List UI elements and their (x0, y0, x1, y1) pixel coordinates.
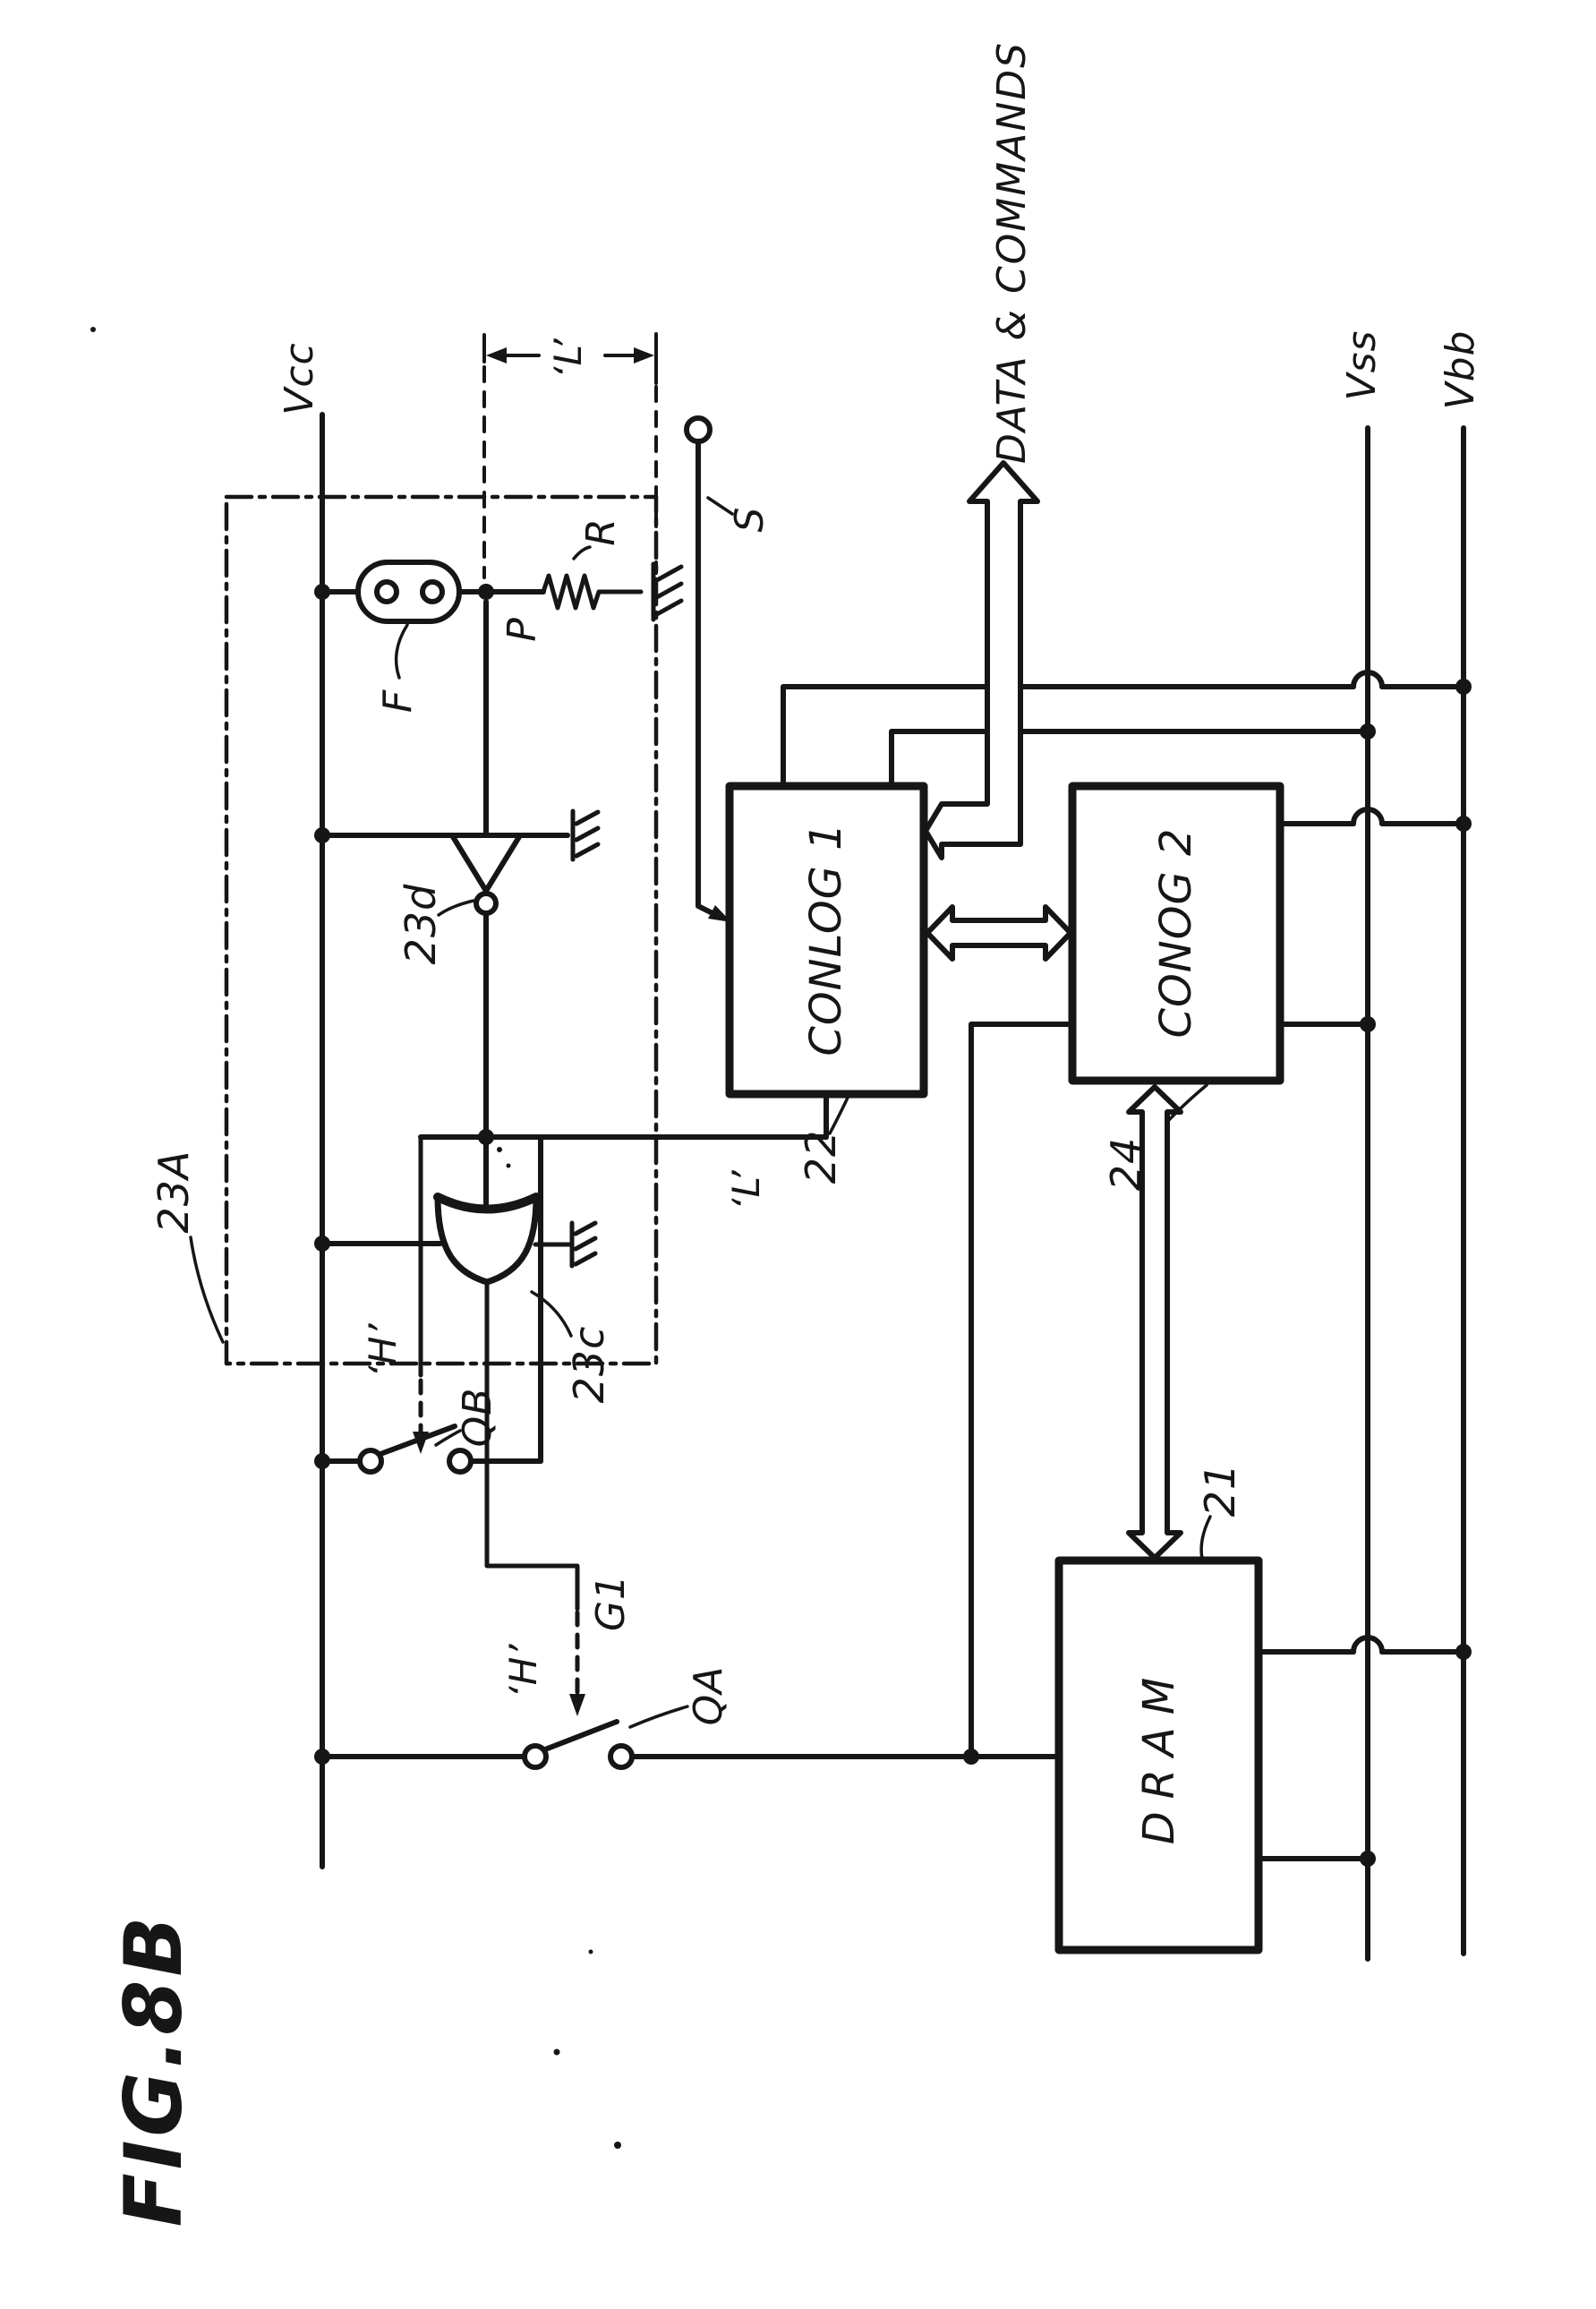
vbb-label: Vbb (1438, 329, 1483, 410)
qa-label: QA (686, 1665, 731, 1726)
fuse-row-wire (320, 584, 546, 600)
ref-23c-label: 23c (565, 1325, 613, 1404)
block-conog2 (1068, 782, 1284, 1085)
s-terminal (684, 415, 731, 922)
vcc-rail (314, 412, 330, 1869)
dram-label: DRAM (1134, 1664, 1184, 1845)
fuse-label-leader (394, 623, 409, 680)
conlog1-label: CONLOG 1 (801, 822, 851, 1056)
qb-label-leader (434, 1429, 462, 1447)
qb-label: QB (455, 1387, 500, 1448)
dram-right-wires (1256, 1635, 1472, 1867)
ground-resistor-icon (651, 561, 684, 622)
level-l-top-label: ‘L’ (546, 338, 590, 379)
s-label-leader (706, 496, 734, 516)
inverter-power-wires (320, 599, 570, 838)
level-dimension (482, 332, 658, 579)
resistor-label: R (578, 517, 624, 546)
switch-qa (320, 1719, 1062, 1770)
conog2-right-wires (1277, 807, 1472, 1032)
block-dram (1054, 1556, 1263, 1954)
signal-s-label: S (727, 506, 772, 533)
vcc-label: Vcc (277, 342, 322, 415)
level-l-conlog-label: ‘L’ (724, 1169, 768, 1210)
ref-22-leader (828, 1096, 849, 1135)
level-h-qb-label: ‘H’ (361, 1322, 405, 1378)
resistor-label-leader (572, 545, 592, 560)
figure-title: FIG.8B (107, 1912, 200, 2228)
data-commands-arrow (923, 460, 1040, 860)
inverter-23d (449, 833, 523, 916)
dashed-region-23a (224, 494, 659, 1366)
ref-21-label: 21 (1196, 1462, 1244, 1518)
g1-control-path (484, 1279, 585, 1716)
ground-inverter-icon (570, 808, 601, 862)
fuse-label: F (375, 688, 421, 714)
qb-control-arrow (413, 1134, 429, 1454)
bidirectional-arrow-horizontal (925, 904, 1073, 962)
conlog1-top-wires (781, 670, 1472, 789)
or-gate-23c (433, 1193, 541, 1286)
level-h-qa-label: ‘H’ (501, 1643, 545, 1698)
conog2-left-wire (969, 1022, 1075, 1759)
vss-label: Vss (1339, 329, 1385, 401)
ref-24-label: 24 (1102, 1136, 1150, 1192)
scan-specks (90, 327, 621, 2149)
ref-23c-leader (530, 1290, 573, 1338)
resistor-symbol (541, 573, 644, 611)
ref-22-label: 22 (797, 1129, 845, 1184)
ref-23d-label: 23d (397, 883, 445, 965)
ref-23a-leader (189, 1236, 225, 1344)
ref-21-leader (1199, 1515, 1212, 1561)
ref-23a-label: 23A (149, 1150, 198, 1234)
g1-label: G1 (588, 1573, 634, 1632)
ref-23d-leader (437, 899, 475, 917)
conog2-label: CONOG 2 (1151, 827, 1201, 1039)
node-p-label: P (499, 617, 545, 642)
switch-qb (320, 1424, 543, 1475)
fuse-symbol (355, 560, 462, 624)
data-commands-label: DATA & COMMANDS (989, 40, 1035, 465)
ground-gate-icon (533, 1220, 598, 1269)
qa-label-leader (628, 1705, 689, 1729)
